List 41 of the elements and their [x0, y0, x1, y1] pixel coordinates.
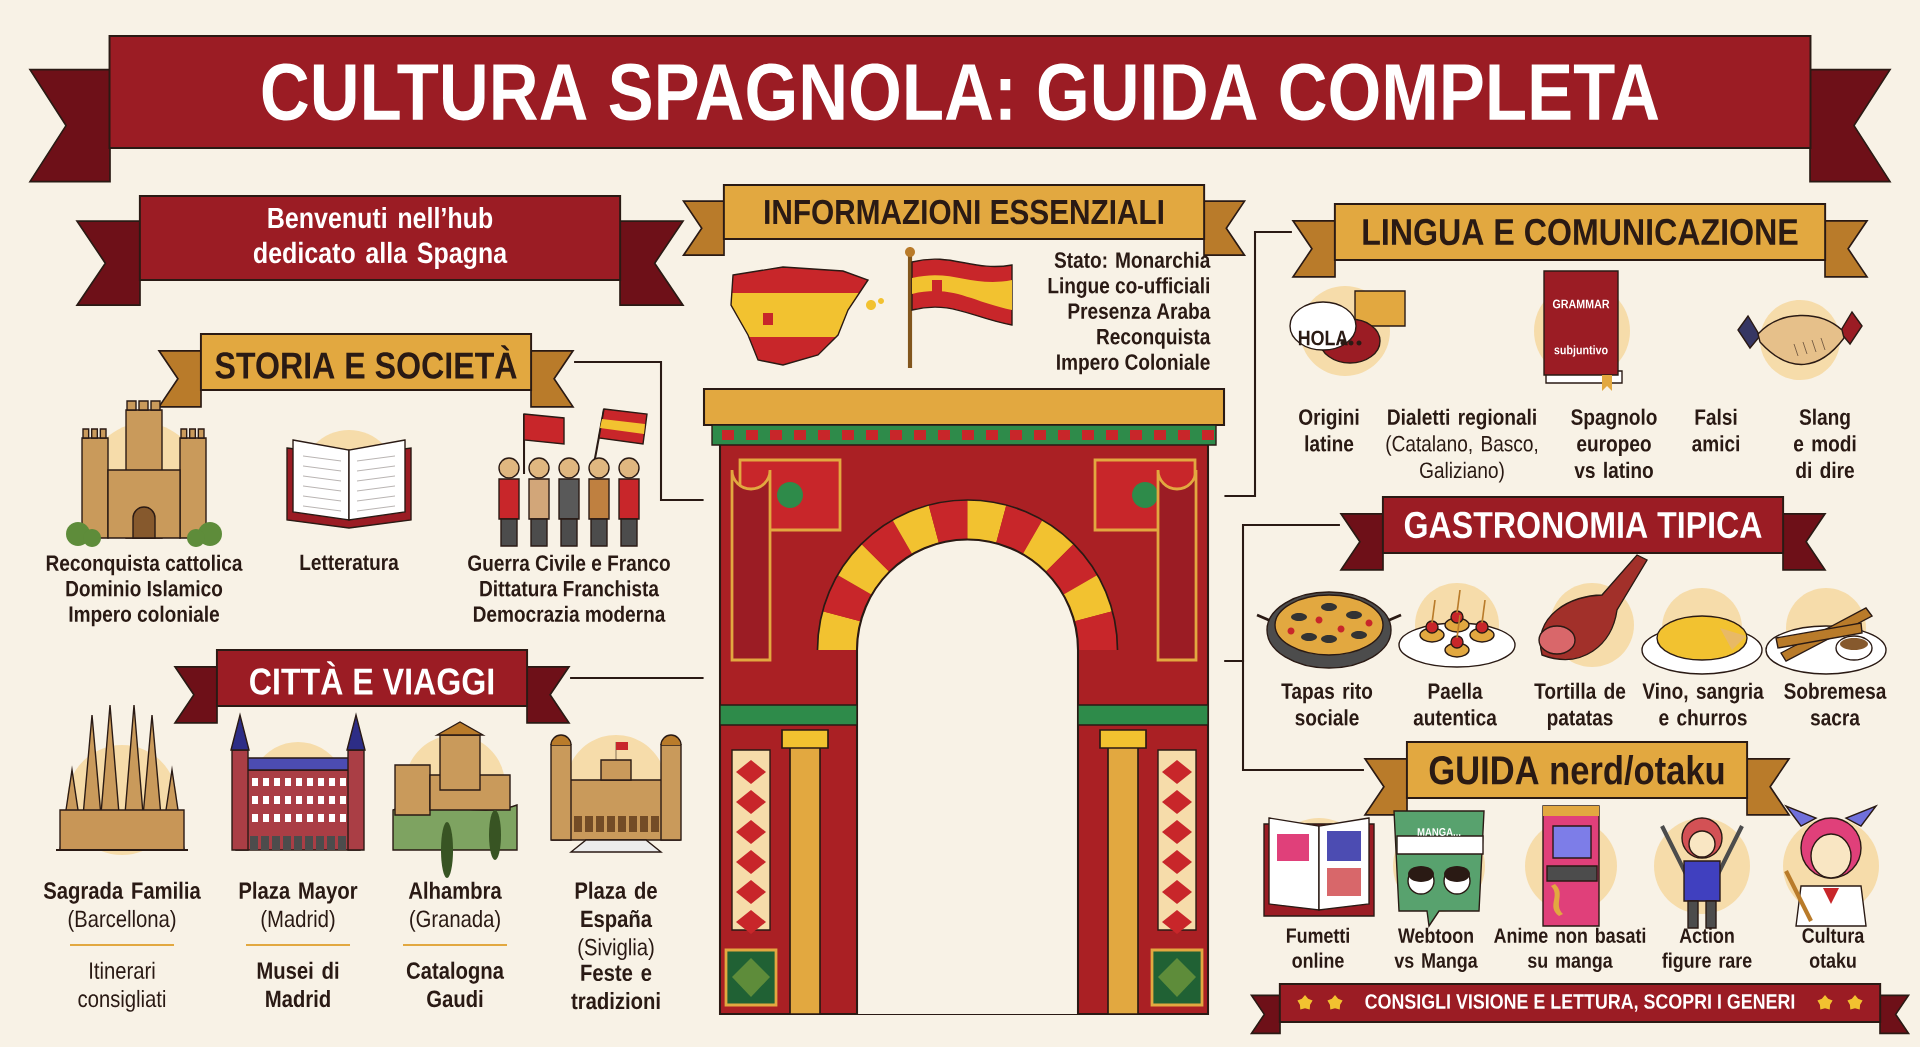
item-caption: Catalogna Gaudi [406, 961, 505, 1008]
item-caption: Dominio Islamico [66, 580, 223, 597]
item-caption: Sobremesa sacra [1784, 682, 1887, 726]
title-banner: CULTURA SPAGNOLA: GUIDA COMPLETA [28, 35, 1892, 183]
item-caption: Letteratura [300, 554, 399, 571]
item-caption: Tapas rito sociale [1281, 682, 1373, 726]
item-caption: Democrazia moderna [473, 605, 666, 622]
item-caption: Plaza Mayor (Madrid) [239, 881, 358, 932]
ribbon-banner: GASTRONOMIA TIPICA [1339, 496, 1827, 571]
icon-text: subjuntivo [1554, 345, 1608, 357]
item-caption: Itinerari consigliati [78, 961, 166, 1012]
item-caption: Dittatura Franchista [480, 580, 660, 597]
icon-text: GRAMMAR [1552, 299, 1610, 309]
item-caption: Impero coloniale [69, 605, 220, 627]
item-caption: Alhambra (Granada) [408, 881, 502, 932]
ribbon-banner: LINGUA E COMUNICAZIONE [1291, 203, 1869, 278]
item-caption: Musei di Madrid [257, 961, 339, 1008]
item-caption: Feste e tradizioni [571, 964, 660, 1010]
ribbon-banner: Benvenuti nell’hub dedicato alla Spagna [75, 195, 685, 307]
item-caption: Plaza de España (Siviglia) [575, 881, 657, 961]
arch-drawing [702, 387, 1226, 1016]
connector-line [570, 676, 704, 680]
item-caption: Reconquista cattolica [46, 554, 243, 576]
item-caption: Falsi amici [1692, 408, 1739, 452]
connector-line [1224, 230, 1292, 498]
fact-text: Presenza Araba [1068, 302, 1211, 319]
fact-text: Lingue co-ufficiali [1048, 277, 1209, 298]
icon-text: HOLA [1298, 330, 1348, 346]
ribbon-banner: STORIA E SOCIETÀ [157, 333, 575, 408]
item-caption: Origini latine [1299, 408, 1359, 452]
ribbon-banner: CITTÀ E VIAGGI [173, 649, 571, 724]
ribbon-banner: GUIDA nerd/otaku [1363, 741, 1791, 816]
fact-text: Reconquista [1097, 328, 1211, 349]
connector-line [1224, 659, 1364, 772]
fact-text: Impero Coloniale [1057, 353, 1210, 375]
ribbon-banner: CONSIGLI VISIONE E LETTURA, SCOPRI I GENERI [1249, 983, 1911, 1035]
item-caption: Slang e modi di dire [1794, 408, 1856, 479]
item-caption: Guerra Civile e Franco [468, 554, 670, 571]
connector-line [574, 360, 704, 502]
icon-text: MANGA... [1417, 828, 1461, 836]
item-caption: Sagrada Familia (Barcellona) [43, 881, 201, 932]
